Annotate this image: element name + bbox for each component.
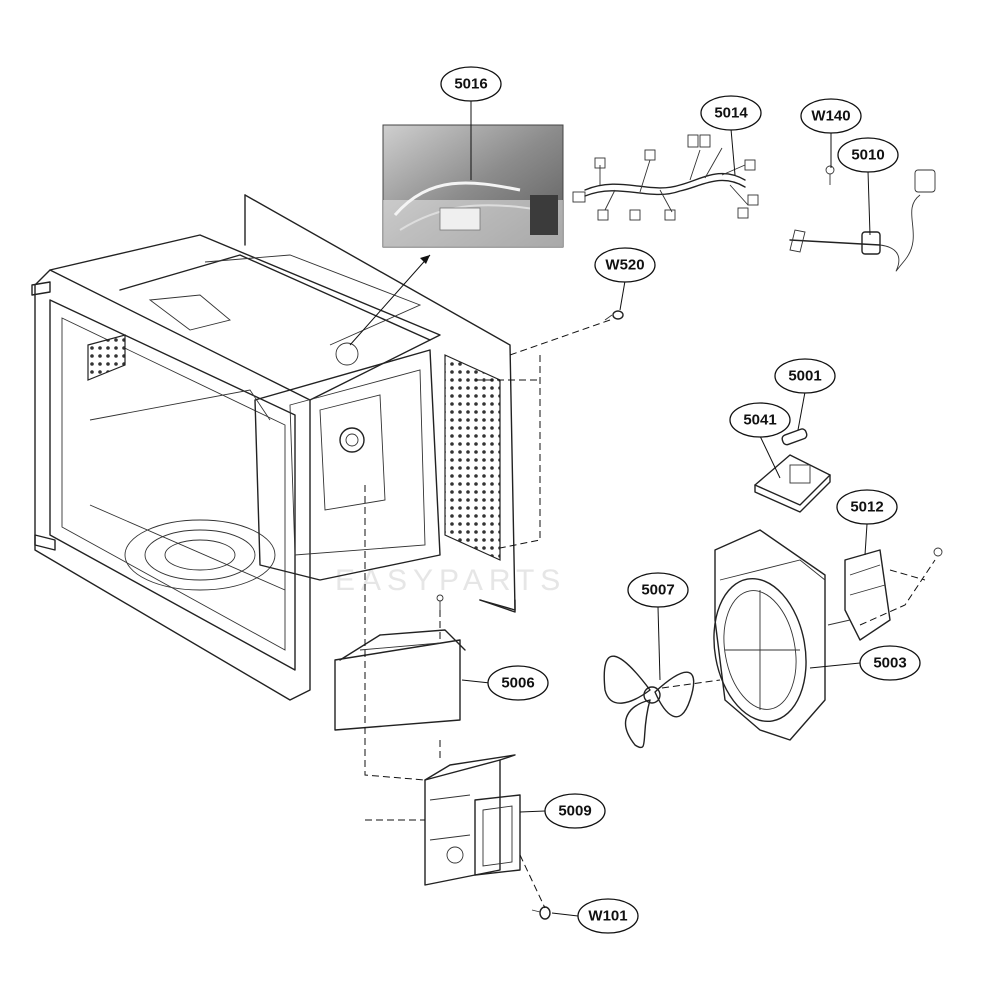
callout-5010-label: 5010	[851, 147, 884, 164]
part-5009-magnetron	[424, 754, 521, 886]
callout-5016-label: 5016	[454, 76, 487, 93]
callout-5006: 5006	[487, 665, 549, 701]
part-5041-noise-filter-pcb	[754, 454, 831, 513]
callout-W101-label: W101	[588, 908, 627, 925]
part-5003-fan-duct	[713, 529, 826, 741]
part-5014-wire-harness	[572, 134, 759, 221]
callout-5007: 5007	[627, 572, 689, 608]
callout-5041-label: 5041	[743, 412, 776, 429]
callout-5012-label: 5012	[850, 499, 883, 516]
part-5006-shield-plate	[334, 594, 466, 731]
part-5010-power-cord	[789, 169, 936, 272]
oven-cavity	[31, 194, 516, 701]
callout-5016: 5016	[440, 66, 502, 102]
callout-W140: W140	[800, 98, 862, 134]
callout-5009-label: 5009	[558, 803, 591, 820]
part-5012-fan-motor	[827, 547, 943, 641]
part-5016-photo	[382, 124, 564, 248]
callout-W520: W520	[594, 247, 656, 283]
callout-5001: 5001	[774, 358, 836, 394]
part-W101-screw	[531, 906, 551, 920]
callout-5007-label: 5007	[641, 582, 674, 599]
callout-5012: 5012	[836, 489, 898, 525]
callout-5014: 5014	[700, 95, 762, 131]
callout-5041: 5041	[729, 402, 791, 438]
callout-5003: 5003	[859, 645, 921, 681]
callout-5014-label: 5014	[714, 105, 748, 122]
part-W520-screw	[604, 310, 624, 321]
part-5001-fuse	[781, 428, 808, 446]
detail-arrow	[349, 254, 431, 346]
callout-W101: W101	[577, 898, 639, 934]
callout-5003-label: 5003	[873, 655, 906, 672]
callout-5001-label: 5001	[788, 368, 821, 385]
part-5007-fan-blade	[603, 655, 695, 749]
part-W140-screw	[825, 165, 835, 185]
assembly-guide-lines	[364, 319, 936, 909]
callout-5010: 5010	[837, 137, 899, 173]
callout-W520-label: W520	[605, 257, 644, 274]
callout-5009: 5009	[544, 793, 606, 829]
callout-5006-label: 5006	[501, 675, 534, 692]
leader-lines	[461, 101, 871, 917]
callout-W140-label: W140	[811, 108, 850, 125]
